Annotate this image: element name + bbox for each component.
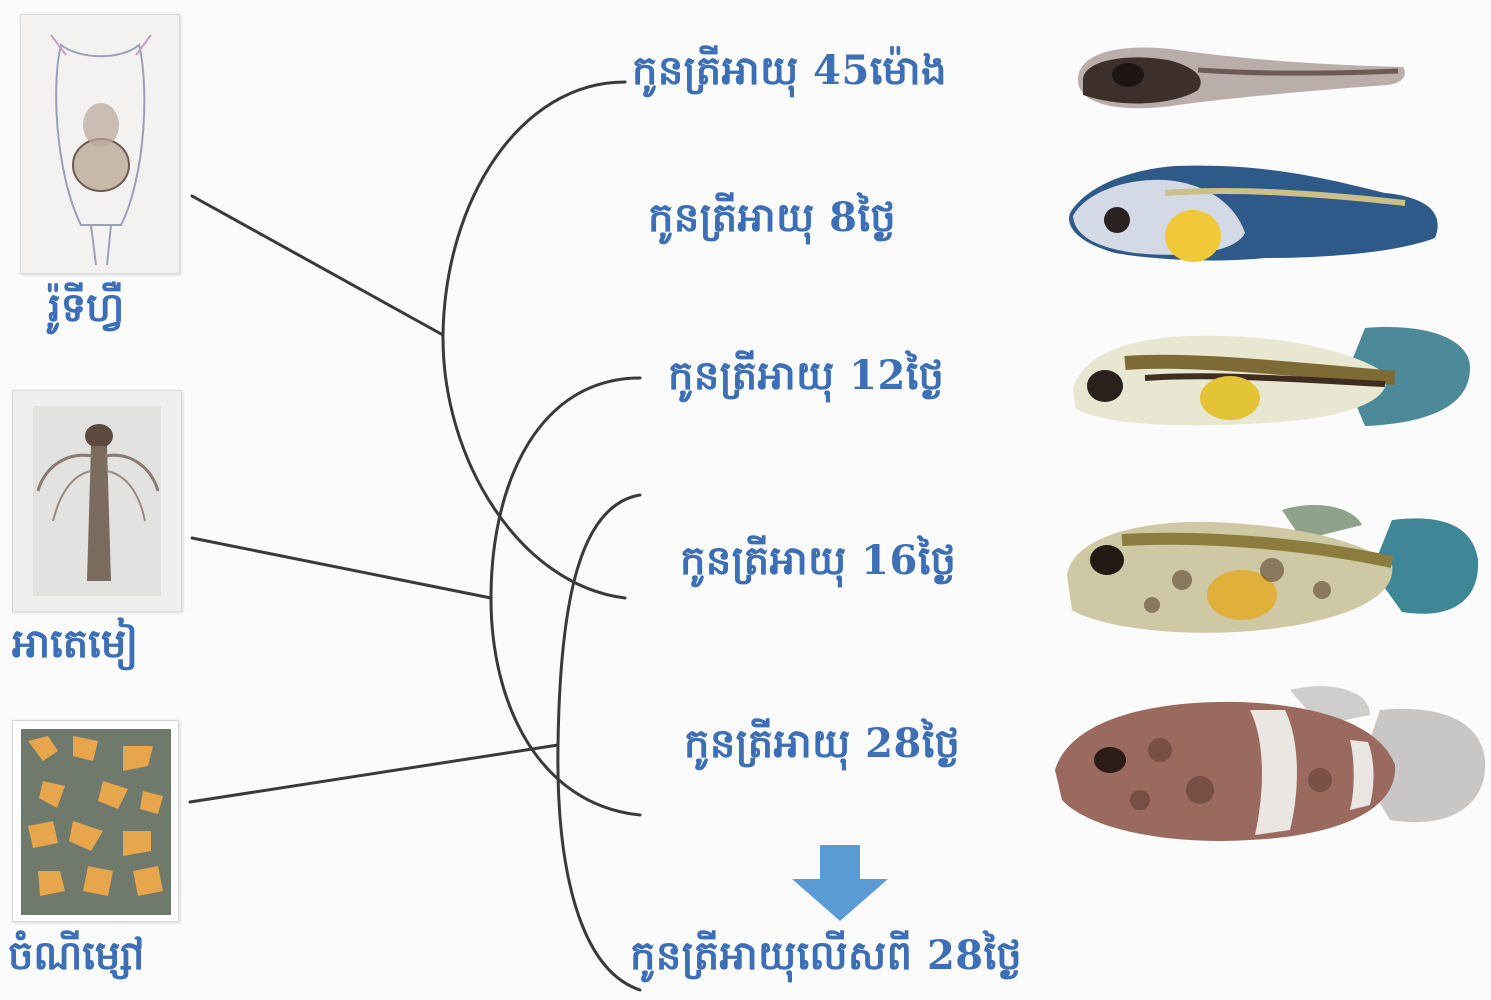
food-label-rotifer: រ៉ូទីហ្វឺ — [48, 282, 124, 341]
juvenile-28d-image — [1050, 680, 1490, 855]
stage-label-28d: កូនត្រីអាយុ 28ថ្ងៃ — [684, 718, 960, 777]
rotifer-image — [20, 14, 180, 274]
powder-bracket — [558, 495, 640, 990]
stage-label-12d: កូនត្រីអាយុ 12ថ្ងៃ — [668, 350, 944, 409]
larva-12d-image — [1065, 318, 1475, 438]
down-arrow-icon — [790, 845, 890, 923]
food-label-artemia: អាតេមៀ — [12, 618, 138, 677]
artemia-pointer — [192, 538, 491, 598]
larva-16d-image — [1062, 500, 1482, 650]
stage-label-16d: កូនត្រីអាយុ 16ថ្ងៃ — [680, 535, 956, 594]
artemia-image — [12, 390, 182, 612]
larva-8d-image — [1065, 158, 1445, 270]
rotifer-bracket — [443, 82, 625, 598]
stage-label-45h: កូនត្រីអាយុ 45ម៉ោង — [632, 45, 947, 104]
rotifer-pointer — [192, 196, 443, 335]
powder-pointer — [190, 745, 558, 802]
stage-label-8d: កូនត្រីអាយុ 8ថ្ងៃ — [648, 192, 896, 251]
powder-feed-image — [12, 720, 179, 922]
final-stage-label: កូនត្រីអាយុលើសពី 28ថ្ងៃ — [630, 930, 1022, 989]
larva-45h-image — [1068, 35, 1413, 120]
food-label-powder-feed: ចំណីម្សៅ — [8, 930, 144, 989]
